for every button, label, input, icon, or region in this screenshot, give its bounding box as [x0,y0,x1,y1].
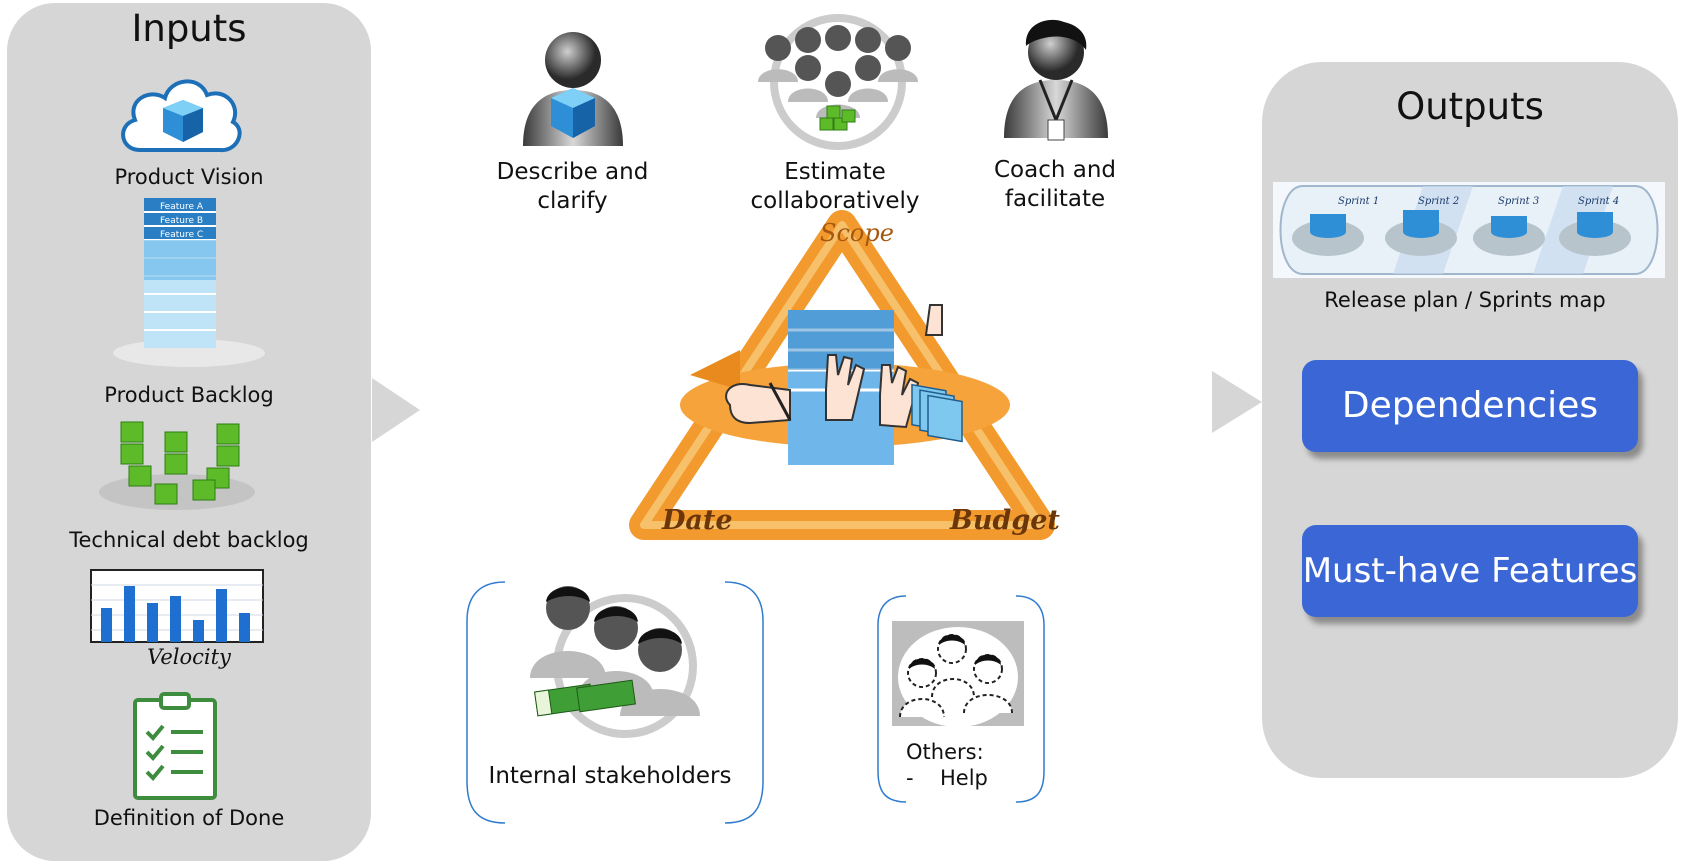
role-label-estimate: Estimate collaboratively [750,159,920,214]
others-help: Help [940,766,988,790]
dashed-people-icon [892,621,1024,727]
velocity-label: Velocity [147,645,231,669]
sprint-1-text: Sprint 1 [1338,196,1379,207]
outputs-heading: Outputs [1396,85,1544,128]
product-vision-label: Product Vision [114,165,264,189]
internal-stakeholders-label: Internal stakeholders [488,763,732,789]
checklist-clipboard-icon [133,692,217,800]
cloud-cube-icon [121,79,242,153]
feature-b-text: Feature B [160,216,203,226]
sprint-3-text: Sprint 3 [1498,196,1539,207]
role-label-coach: Coach and facilitate [993,157,1117,212]
scope-triangle-icon: Scope Date Budget [629,210,1060,540]
backlog-stack-icon: Feature A Feature B Feature C [113,198,265,367]
product-backlog-label: Product Backlog [104,383,274,407]
arrow-right-icon [372,378,420,442]
technical-debt-label: Technical debt backlog [69,528,309,552]
sprint-4-text: Sprint 4 [1578,196,1619,207]
scrum-master-icon [1004,19,1108,141]
release-plan-label: Release plan / Sprints map [1324,288,1606,312]
sprints-map-icon: Sprint 1 Sprint 2 Sprint 3 Sprint 4 [1273,182,1665,278]
inputs-heading: Inputs [131,7,247,50]
product-owner-icon [523,32,623,146]
stakeholders-money-icon [530,586,700,738]
definition-of-done-label: Definition of Done [93,806,285,830]
bar-chart-icon [90,569,264,643]
arrow-right-icon [1212,371,1262,433]
role-label-describe: Describe and clarify [496,159,649,214]
feature-a-text: Feature A [160,202,204,212]
must-have-features-button[interactable]: Must-have Features [1302,525,1638,617]
sprint-2-text: Sprint 2 [1418,196,1459,207]
date-label: Date [661,505,733,536]
others-bracket [877,595,1045,803]
budget-label: Budget [949,505,1060,536]
others-title: Others: [906,740,984,764]
feature-c-text: Feature C [160,230,203,240]
team-icon [758,14,918,150]
dependencies-button[interactable]: Dependencies [1302,360,1638,452]
internal-stakeholders-bracket [466,581,764,824]
scope-label: Scope [820,219,894,247]
green-cubes-icon [99,421,255,510]
others-bullet: - [906,766,914,790]
